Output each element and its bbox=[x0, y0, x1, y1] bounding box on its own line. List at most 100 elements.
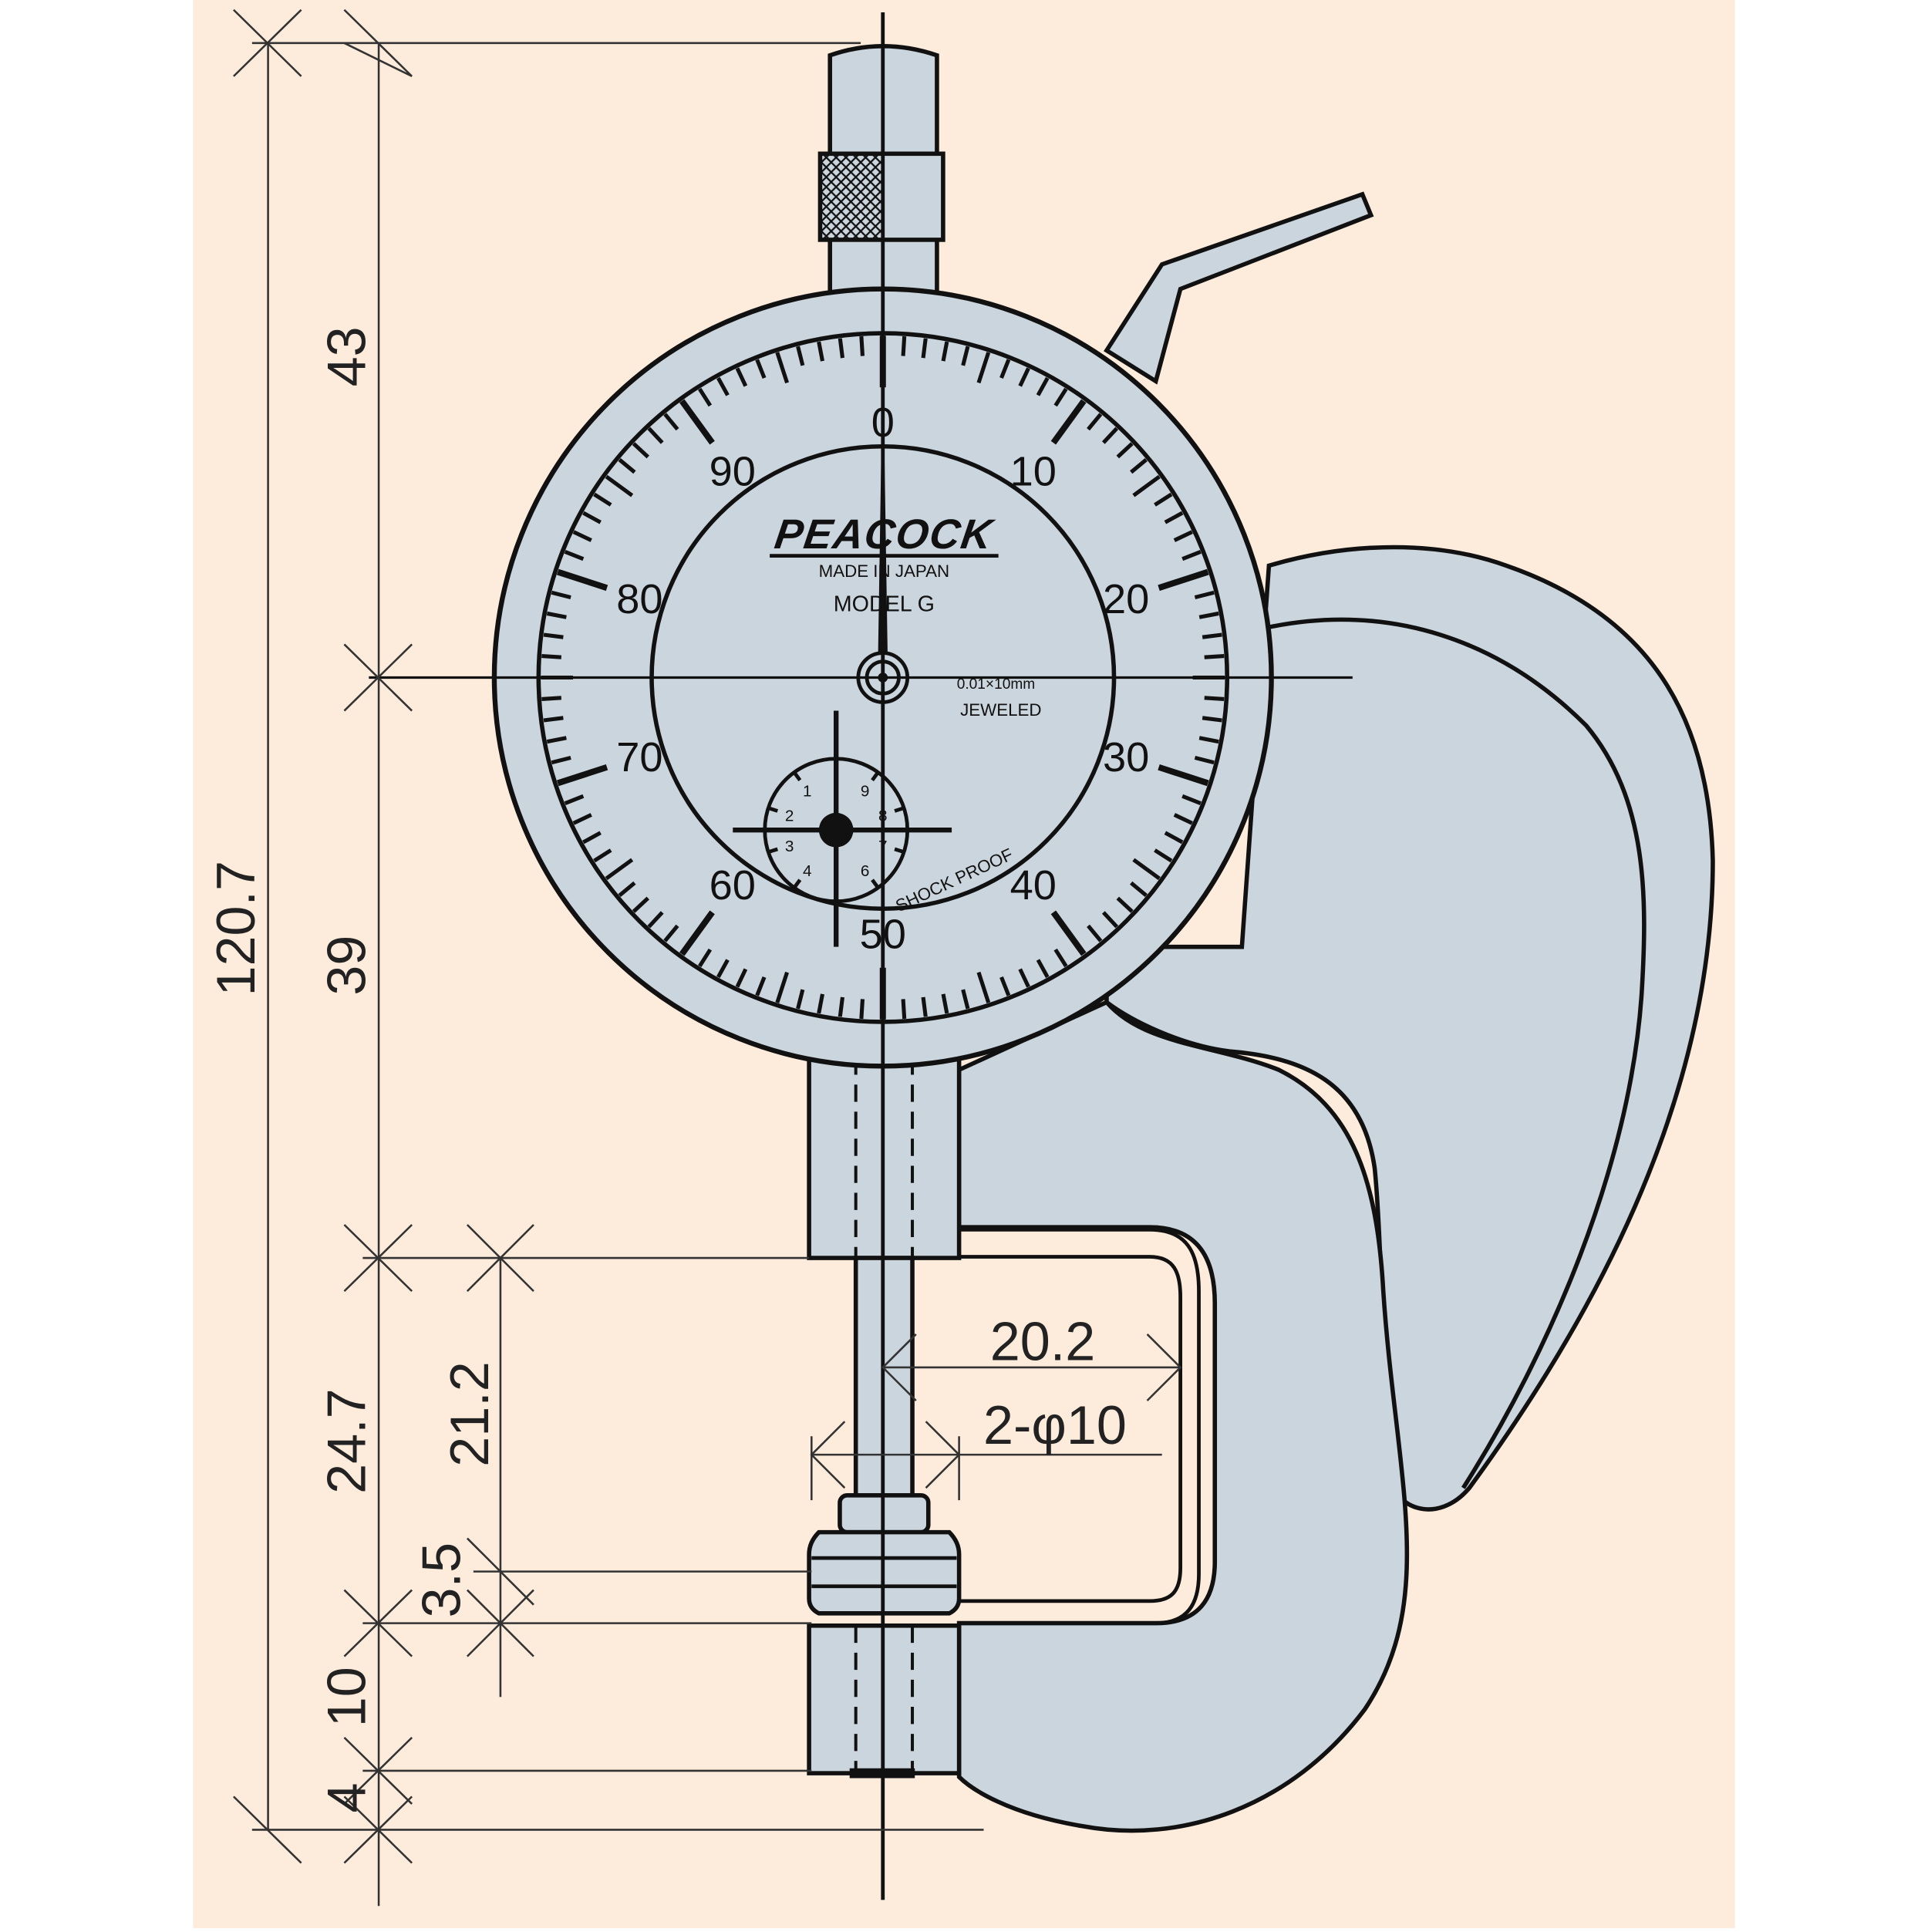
dial-tick bbox=[735, 367, 748, 387]
dial-tick bbox=[901, 335, 907, 356]
dial-tick bbox=[901, 999, 907, 1020]
dial-tick bbox=[961, 989, 970, 1010]
dial-tick bbox=[1194, 755, 1215, 765]
dial-tick bbox=[593, 848, 612, 863]
dial-tick bbox=[755, 359, 767, 379]
dial-tick bbox=[647, 427, 664, 444]
frame-inner-edge bbox=[1268, 617, 1647, 1489]
dial-tick bbox=[1181, 794, 1202, 805]
dial-tick bbox=[556, 764, 608, 787]
sub-dial-tick bbox=[894, 847, 904, 854]
dial-number-90: 90 bbox=[710, 448, 756, 494]
dial-tick bbox=[941, 993, 949, 1014]
dial-tick bbox=[999, 359, 1011, 379]
dial-tick bbox=[976, 971, 991, 1003]
dial-tick bbox=[1018, 968, 1030, 988]
dial-tick bbox=[541, 654, 561, 659]
dial-tick bbox=[1181, 550, 1202, 561]
dial-tick bbox=[1154, 492, 1173, 507]
dial-tick bbox=[1158, 568, 1209, 592]
dial-tick bbox=[1164, 831, 1184, 845]
frame-lower-body bbox=[956, 1000, 1410, 1833]
sub-dial-tick bbox=[871, 878, 879, 888]
dial-tick bbox=[618, 881, 636, 897]
dial-tick bbox=[698, 948, 713, 968]
dial-tick bbox=[976, 352, 991, 384]
dial-numbers: 0 10 20 30 40 50 60 70 80 90 bbox=[616, 400, 1149, 957]
dial-number-80: 80 bbox=[616, 576, 662, 622]
dial-tick bbox=[632, 896, 649, 913]
dial-tick bbox=[1130, 458, 1148, 474]
dim-top: 43 bbox=[316, 326, 377, 386]
dial-tick bbox=[1164, 511, 1184, 524]
dial-tick bbox=[1087, 413, 1103, 431]
dial-tick bbox=[775, 352, 789, 384]
dial-tick bbox=[1053, 948, 1068, 968]
dial-tick bbox=[1173, 530, 1193, 542]
gauge-frame bbox=[1104, 545, 1715, 1512]
dial-tick bbox=[1194, 590, 1215, 600]
dial-number-40: 40 bbox=[1010, 862, 1057, 909]
dial-number-70: 70 bbox=[616, 734, 662, 781]
dial-tick bbox=[582, 831, 602, 845]
dial-tick bbox=[572, 813, 592, 825]
dial-number-60: 60 bbox=[710, 862, 756, 909]
dial-number-10: 10 bbox=[1010, 448, 1057, 494]
dial-tick bbox=[582, 511, 602, 524]
dial-tick bbox=[1050, 399, 1087, 445]
dim-anvil-diameter: 2-φ10 bbox=[983, 1394, 1127, 1455]
dial-tick bbox=[859, 335, 865, 356]
dial-tick bbox=[663, 924, 679, 942]
dimension-labels: 120.7 43 39 24.7 21.2 3.5 10 4 20.2 2-φ1… bbox=[205, 326, 1127, 1812]
dial-tick bbox=[817, 993, 824, 1014]
sub-dial-tick bbox=[894, 806, 904, 813]
dial-tick bbox=[838, 996, 845, 1017]
lifting-lever bbox=[1104, 191, 1374, 385]
dial-tick bbox=[1198, 611, 1219, 619]
dial-tick bbox=[716, 376, 730, 396]
dial-tick bbox=[605, 474, 634, 497]
knurl-pattern bbox=[820, 153, 882, 240]
dial-tick bbox=[941, 341, 949, 362]
dial-tick bbox=[921, 996, 928, 1017]
dim-tip: 4 bbox=[316, 1782, 377, 1812]
sub-number-1: 1 bbox=[803, 783, 812, 801]
dial-tick bbox=[551, 755, 571, 765]
dial-tick bbox=[546, 736, 567, 744]
dial-tick bbox=[1202, 632, 1222, 639]
dial-tick bbox=[698, 387, 713, 407]
dial-tick bbox=[961, 346, 970, 366]
dial-tick bbox=[1116, 442, 1134, 459]
dial-tick bbox=[1198, 736, 1219, 744]
dial-number-20: 20 bbox=[1103, 576, 1149, 622]
dim-overall: 120.7 bbox=[205, 861, 266, 996]
dial-tick bbox=[1202, 716, 1222, 723]
dim-middle: 39 bbox=[316, 936, 377, 996]
dim-anvil: 3.5 bbox=[410, 1543, 471, 1618]
sub-dial-hub bbox=[818, 812, 854, 848]
dial-tick bbox=[1154, 848, 1173, 863]
dial-tick bbox=[1036, 959, 1050, 979]
dial-tick bbox=[679, 399, 715, 445]
throat-inner-line2 bbox=[922, 1255, 1183, 1603]
dial-tick bbox=[1132, 858, 1161, 881]
sub-number-9: 9 bbox=[861, 783, 870, 801]
dial-tick bbox=[593, 492, 612, 507]
dial-tick bbox=[618, 458, 636, 474]
sub-number-4: 4 bbox=[803, 862, 812, 880]
dial-tick bbox=[921, 338, 928, 359]
dial-tick bbox=[999, 976, 1011, 996]
sub-number-3: 3 bbox=[785, 838, 794, 855]
dial-ticks bbox=[541, 335, 1225, 1020]
dial-tick bbox=[551, 590, 571, 600]
dial-tick bbox=[735, 968, 748, 988]
sub-number-2: 2 bbox=[785, 807, 794, 824]
dial-tick bbox=[632, 442, 649, 459]
dial-tick bbox=[1053, 387, 1068, 407]
sub-dial-tick bbox=[793, 772, 802, 782]
dial-tick bbox=[1101, 427, 1119, 444]
dial-tick bbox=[1050, 910, 1087, 956]
dial-tick bbox=[1130, 881, 1148, 897]
